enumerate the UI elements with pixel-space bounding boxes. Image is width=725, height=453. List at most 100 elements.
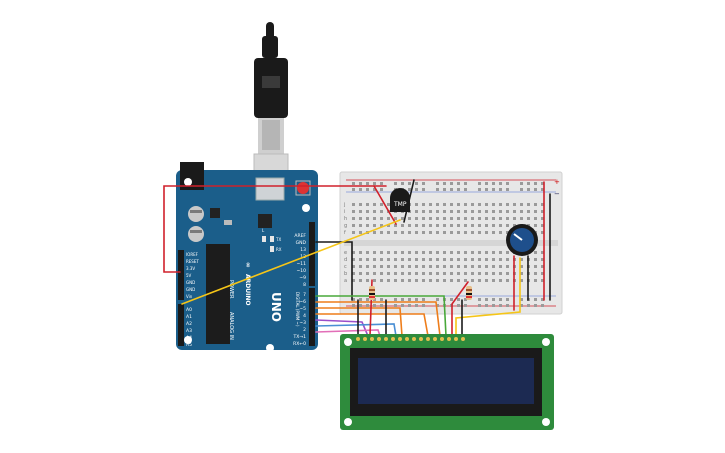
breadboard-hole: [457, 272, 460, 275]
breadboard-hole: [422, 272, 425, 275]
breadboard-hole: [492, 251, 495, 254]
breadboard-hole: [492, 210, 495, 213]
wire-red-5v[interactable]: [163, 185, 387, 273]
wire-purple[interactable]: [315, 319, 369, 337]
breadboard-hole: [492, 224, 495, 227]
breadboard-hole: [499, 210, 502, 213]
wire-black-gnd[interactable]: [315, 241, 353, 301]
breadboard-hole: [373, 272, 376, 275]
breadboard-hole: [471, 231, 474, 234]
rail-hole: [485, 182, 488, 185]
breadboard-hole: [366, 203, 369, 206]
breadboard-hole: [485, 217, 488, 220]
rail-hole: [401, 182, 404, 185]
breadboard-hole: [534, 217, 537, 220]
breadboard-hole: [506, 258, 509, 261]
wire-brown[interactable]: [315, 307, 403, 337]
breadboard-hole: [373, 210, 376, 213]
breadboard-hole: [352, 258, 355, 261]
wire-red-res-2[interactable]: [451, 281, 469, 337]
breadboard-hole: [415, 210, 418, 213]
pin-label: RX←0: [293, 341, 306, 347]
pin-label: GND: [186, 287, 195, 292]
breadboard-hole: [408, 217, 411, 220]
breadboard-hole: [366, 265, 369, 268]
wires[interactable]: [163, 179, 551, 337]
breadboard-hole: [471, 258, 474, 261]
wire-red-tmp[interactable]: [373, 185, 397, 225]
reset-button[interactable]: [297, 182, 309, 194]
breadboard-hole: [415, 251, 418, 254]
wire-yellow-pot[interactable]: [455, 257, 521, 337]
breadboard-hole: [401, 272, 404, 275]
breadboard-hole: [366, 279, 369, 282]
breadboard-hole: [429, 272, 432, 275]
wire-yellow-a0[interactable]: [181, 219, 401, 305]
lcd-pin-header: [356, 337, 465, 341]
temperature-sensor[interactable]: TMP: [390, 188, 410, 212]
lcd-pin: [377, 337, 381, 341]
analog-section-label: ANALOG IN: [228, 312, 234, 340]
breadboard-hole: [485, 272, 488, 275]
breadboard-hole: [457, 224, 460, 227]
breadboard-hole: [464, 258, 467, 261]
lcd-display[interactable]: [340, 334, 554, 430]
breadboard-hole: [464, 217, 467, 220]
breadboard-hole: [506, 210, 509, 213]
row-letter: f: [344, 230, 346, 236]
row-letter: d: [344, 257, 347, 263]
breadboard-hole: [373, 265, 376, 268]
breadboard-hole: [436, 279, 439, 282]
breadboard-hole: [534, 224, 537, 227]
breadboard-hole: [478, 224, 481, 227]
arduino-uno-board[interactable]: L TX RX ∞ ARDUINO UNO POWER ANALOG IN DI…: [176, 162, 318, 352]
breadboard-hole: [450, 272, 453, 275]
lcd-pin: [412, 337, 416, 341]
breadboard-hole: [359, 265, 362, 268]
breadboard-hole: [429, 231, 432, 234]
breadboard-hole: [415, 265, 418, 268]
breadboard-hole: [373, 224, 376, 227]
pin-label: 3.3V: [186, 266, 195, 271]
lcd-pin: [433, 337, 437, 341]
breadboard-hole: [359, 258, 362, 261]
rail-hole: [457, 298, 460, 301]
rail-hole: [366, 188, 369, 191]
breadboard-hole: [352, 265, 355, 268]
pin-label: 5V: [186, 273, 192, 278]
usb-cable[interactable]: [253, 22, 289, 185]
breadboard-hole: [429, 251, 432, 254]
rail-hole: [457, 182, 460, 185]
led-l-label: L: [262, 228, 265, 233]
breadboard-hole: [541, 210, 544, 213]
rail-hole: [506, 182, 509, 185]
breadboard-hole: [443, 231, 446, 234]
rail-hole: [464, 182, 467, 185]
wire-orange[interactable]: [315, 301, 441, 337]
rail-hole: [436, 188, 439, 191]
breadboard-hole: [457, 265, 460, 268]
breadboard-hole: [429, 258, 432, 261]
pin-label: A4: [186, 335, 192, 341]
resistor-2[interactable]: [466, 286, 472, 300]
breadboard-hole: [520, 217, 523, 220]
breadboard-hole: [422, 279, 425, 282]
rail-hole: [527, 188, 530, 191]
breadboard-hole: [457, 210, 460, 213]
breadboard-hole: [443, 251, 446, 254]
resistor-1[interactable]: [369, 286, 375, 300]
breadboard-hole: [443, 203, 446, 206]
wire-blue[interactable]: [315, 323, 397, 337]
rail-hole: [450, 298, 453, 301]
breadboard-hole: [457, 251, 460, 254]
breadboard-hole: [485, 265, 488, 268]
breadboard-hole: [443, 258, 446, 261]
wire-green[interactable]: [315, 295, 447, 337]
breadboard-hole: [443, 224, 446, 227]
wire-orange-2[interactable]: [315, 313, 429, 337]
potentiometer[interactable]: [506, 224, 538, 256]
rail-hole: [443, 188, 446, 191]
rail-hole: [401, 298, 404, 301]
rail-hole: [359, 182, 362, 185]
breadboard-hole: [394, 265, 397, 268]
